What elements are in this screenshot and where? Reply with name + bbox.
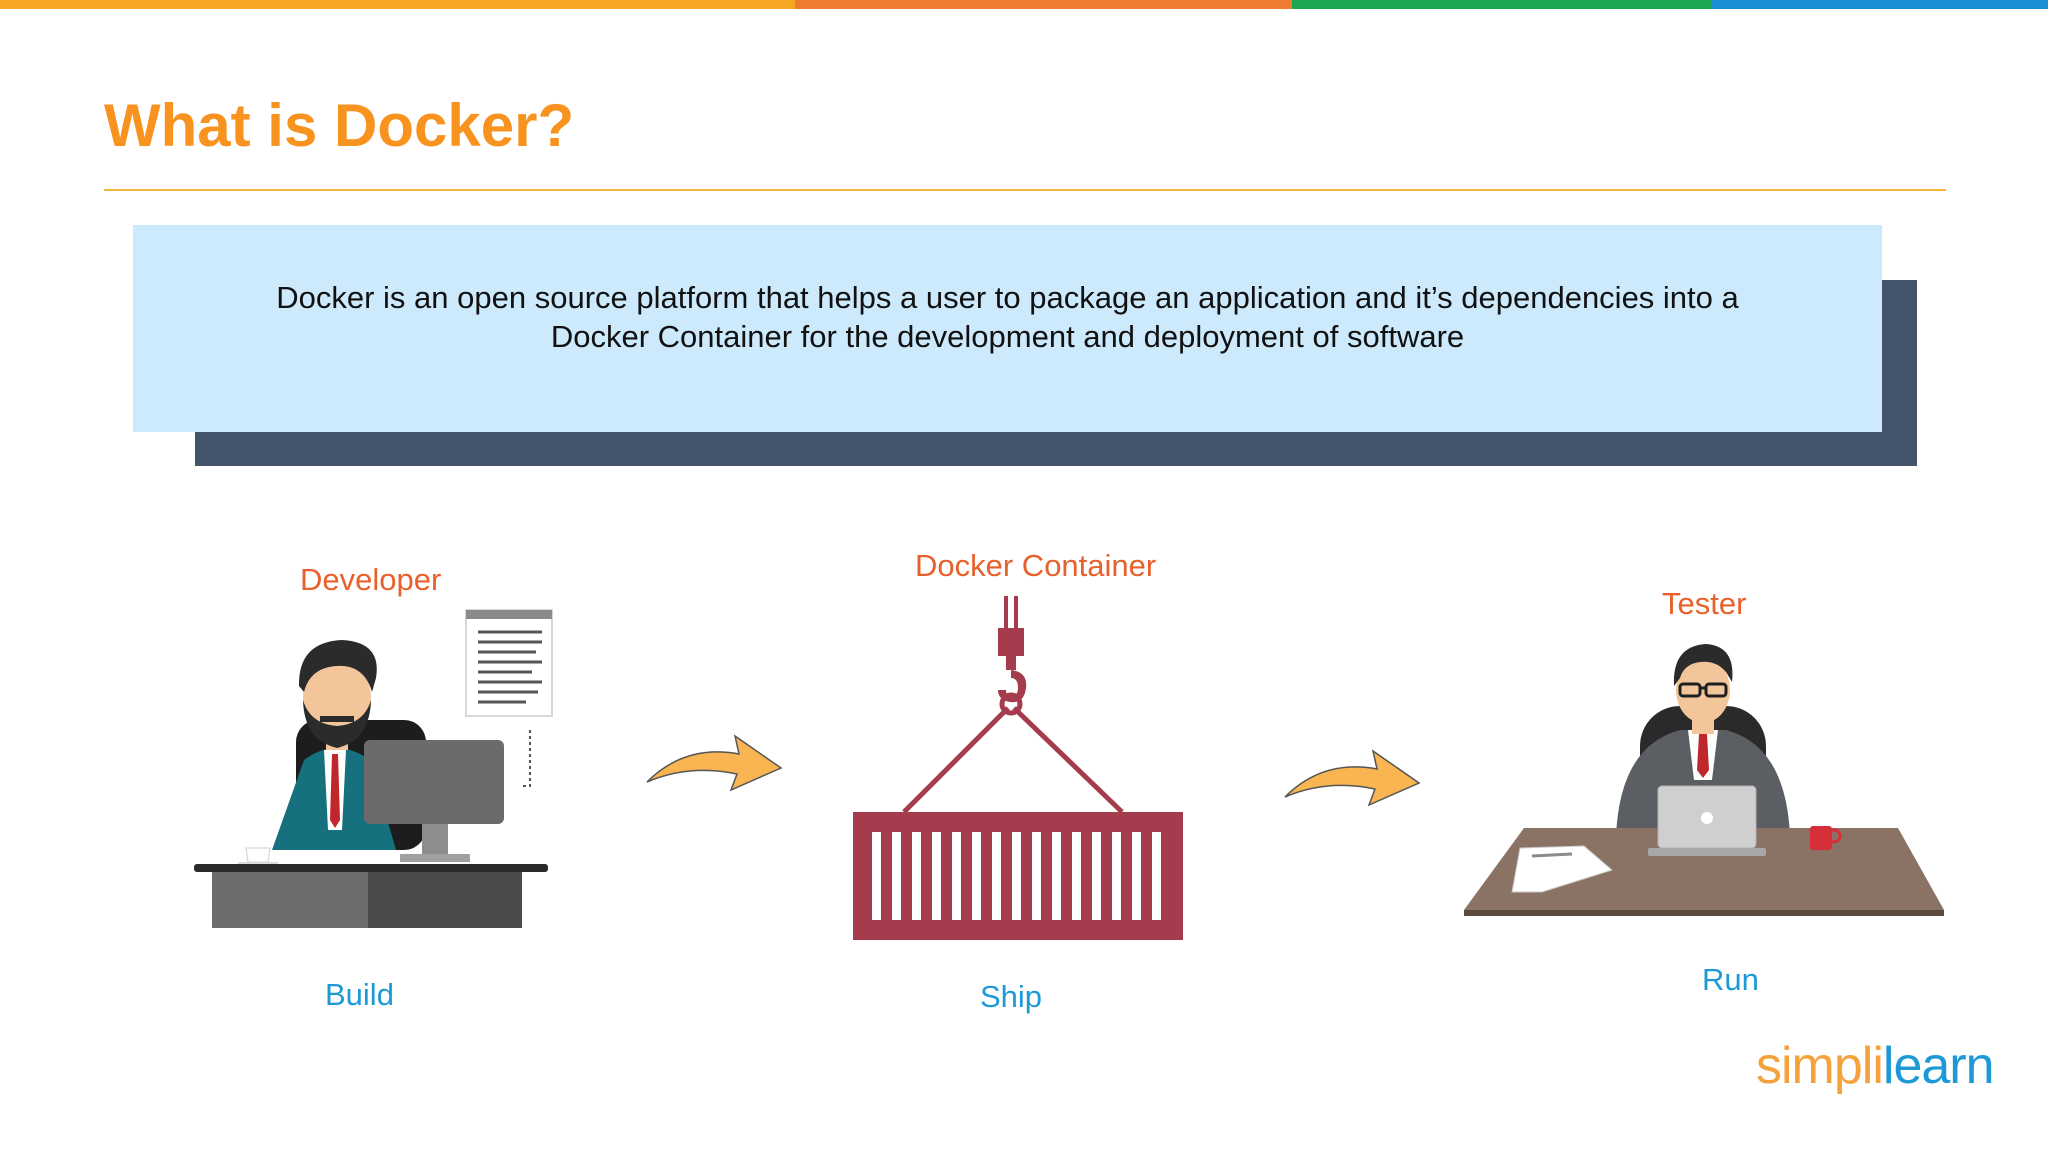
top-stripe-blue [1712,0,2048,9]
ship-label: Ship [980,979,1043,1014]
logo-part-i: i [1872,1037,1884,1095]
slide-title: What is Docker? [104,92,575,159]
simplilearn-logo: simplilearn [1756,1036,1995,1096]
arrow-right-icon [646,734,783,792]
definition-box: Docker is an open source platform that h… [133,225,1882,432]
logo-part-simpl: simpl [1756,1037,1873,1095]
top-stripe-orange [795,0,1292,9]
arrow-right-icon [1284,749,1421,807]
build-label: Build [325,977,394,1012]
document-icon [465,609,553,787]
developer-illustration [194,609,553,928]
top-stripe-yellow [0,0,795,9]
top-stripe-green [1292,0,1712,9]
definition-text: Docker is an open source platform that h… [276,279,1739,354]
shipping-container-illustration [853,596,1183,940]
developer-label: Developer [300,562,442,597]
docker-container-label: Docker Container [915,548,1157,583]
logo-part-learn: learn [1882,1037,1995,1095]
run-label: Run [1702,962,1759,997]
tester-illustration [1464,644,1944,916]
tester-label: Tester [1662,586,1747,621]
title-divider [104,189,1946,191]
